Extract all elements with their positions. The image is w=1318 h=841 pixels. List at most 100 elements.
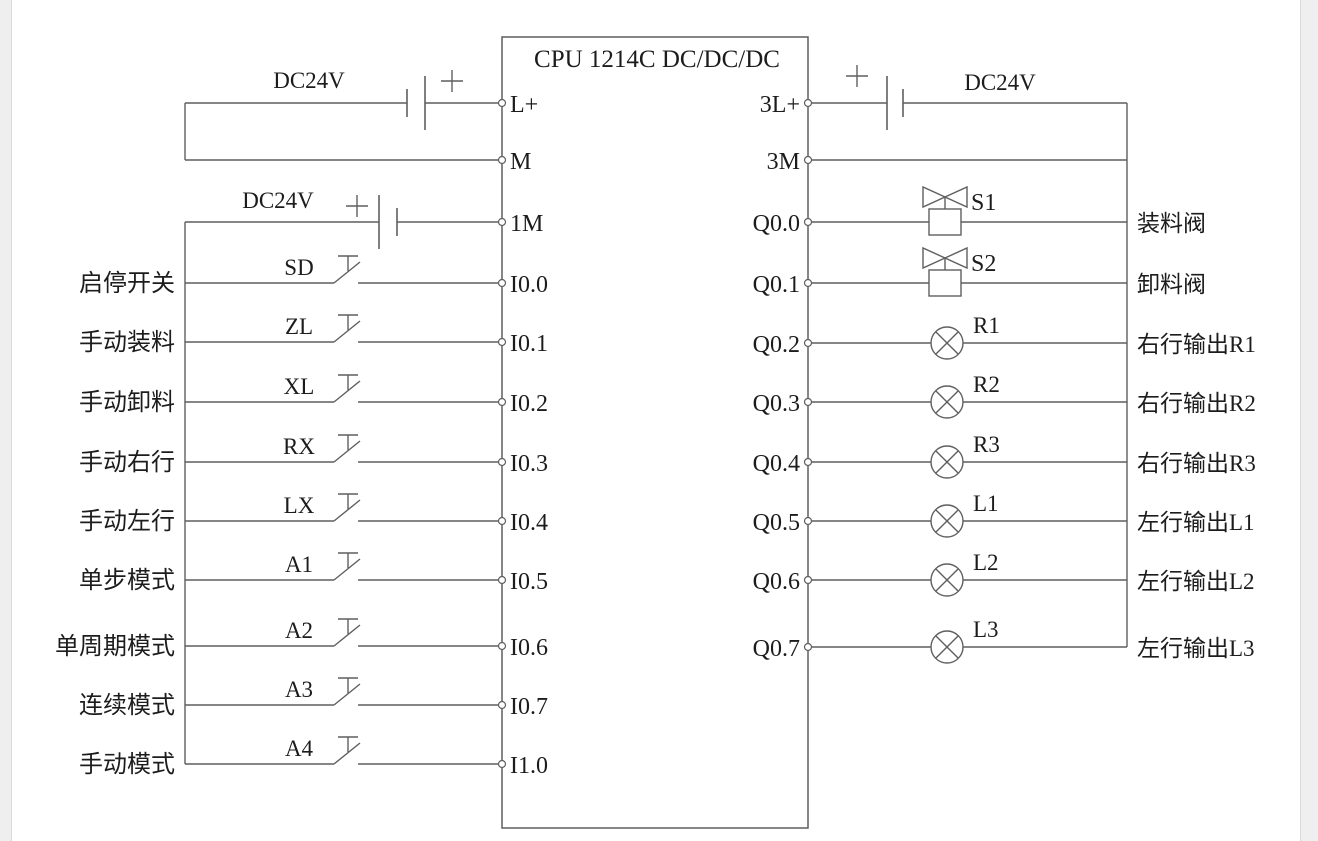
cpu-left-pin-label: I0.6 <box>510 635 548 661</box>
plus-sign <box>346 195 368 217</box>
output-function-label: 右行输出R1 <box>1137 332 1256 357</box>
indicator-lamp-icon <box>930 326 964 360</box>
wire <box>935 509 959 533</box>
wire <box>333 499 361 522</box>
output-function-label: 右行输出R2 <box>1137 391 1256 416</box>
output-tag-label: R3 <box>973 432 1000 457</box>
valve-triangle-right <box>943 185 968 209</box>
cpu-right-pin-label: Q0.2 <box>753 332 800 358</box>
left-supply-circuit: DC24V <box>184 68 499 161</box>
pushbutton-switch-icon <box>333 736 361 765</box>
pushbutton-switch-icon <box>333 677 361 706</box>
battery-icon <box>346 195 398 249</box>
input-tag-label: A4 <box>285 736 314 761</box>
cpu-right-pin-label: Q0.3 <box>753 391 800 417</box>
pin-terminal <box>803 575 813 585</box>
cpu-left-pin-label: I1.0 <box>510 753 548 779</box>
wire <box>935 450 959 474</box>
input-tag-label: RX <box>283 434 315 459</box>
pin-terminal <box>497 700 507 710</box>
valve-triangle-right <box>943 246 968 270</box>
input-row-RX: RX 手动右行 <box>79 434 499 476</box>
input-row-A4: A4 手动模式 <box>79 736 499 778</box>
output-row-R3: R3 右行输出R3 <box>811 432 1256 479</box>
cpu-left-pin-label: I0.4 <box>510 510 548 536</box>
wire <box>333 742 361 765</box>
dc24v-label: DC24V <box>273 68 345 93</box>
output-tag-label: S1 <box>971 190 996 216</box>
cpu-left-pin-label: I0.0 <box>510 272 548 298</box>
output-function-label: 左行输出L2 <box>1137 569 1255 594</box>
input-function-label: 单周期模式 <box>55 633 175 660</box>
wire <box>333 320 361 343</box>
wire <box>333 624 361 647</box>
cpu-right-pin-label: Q0.7 <box>753 636 800 662</box>
input-function-label: 启停开关 <box>79 270 175 297</box>
input-function-label: 手动右行 <box>79 449 175 476</box>
input-function-label: 手动左行 <box>79 508 175 535</box>
cpu-right-pin-label: Q0.1 <box>753 272 800 298</box>
input-row-ZL: ZL 手动装料 <box>79 314 499 356</box>
cpu-right-pin-label: Q0.4 <box>753 451 800 477</box>
pin-terminal <box>497 217 507 227</box>
cpu-left-pin-label: L+ <box>510 92 538 118</box>
pin-terminal <box>803 642 813 652</box>
output-function-label: 左行输出L3 <box>1137 636 1255 661</box>
pushbutton-switch-icon <box>333 255 361 284</box>
cpu-left-pin-label: I0.2 <box>510 391 548 417</box>
pin-terminal <box>497 155 507 165</box>
indicator-lamp-icon <box>930 504 964 538</box>
cpu-left-pin-label: M <box>510 149 531 175</box>
input-tag-label: A2 <box>285 618 313 643</box>
input-function-label: 连续模式 <box>79 692 175 719</box>
dc24v-label: DC24V <box>242 188 314 213</box>
cpu-left-pin-label: I0.5 <box>510 569 548 595</box>
plus-sign <box>441 70 463 92</box>
dc24v-label: DC24V <box>964 70 1036 95</box>
valve-triangle-left <box>922 246 947 270</box>
indicator-lamp-icon <box>930 445 964 479</box>
pin-terminal <box>497 397 507 407</box>
input-tag-label: A1 <box>285 552 313 577</box>
input-function-label: 单步模式 <box>79 567 175 594</box>
input-tag-label: SD <box>284 255 313 280</box>
battery-icon <box>406 70 463 130</box>
wire <box>333 380 361 403</box>
solenoid-valve-icon <box>922 246 968 297</box>
output-function-label: 右行输出R3 <box>1137 451 1256 476</box>
pin-terminal <box>497 337 507 347</box>
wire <box>333 683 361 706</box>
cpu-left-pin-label: I0.3 <box>510 451 548 477</box>
pin-terminal <box>803 278 813 288</box>
output-function-label: 左行输出L1 <box>1137 510 1255 535</box>
cpu-outline <box>501 36 809 829</box>
input-tag-label: XL <box>284 374 315 399</box>
wire <box>935 568 959 592</box>
wire <box>935 331 959 355</box>
output-tag-label: R2 <box>973 372 1000 397</box>
indicator-lamp-icon <box>930 630 964 664</box>
output-tag-label: R1 <box>973 313 1000 338</box>
pin-terminal <box>803 155 813 165</box>
input-function-label: 手动装料 <box>79 329 175 356</box>
solenoid-coil-box <box>928 208 962 236</box>
indicator-lamp-icon <box>930 385 964 419</box>
indicator-lamp-icon <box>930 563 964 597</box>
input-function-label: 手动模式 <box>79 751 175 778</box>
pin-terminal <box>803 98 813 108</box>
wire <box>333 261 361 284</box>
input-supply-circuit: DC24V <box>185 188 499 249</box>
input-tag-label: ZL <box>285 314 313 339</box>
pin-terminal <box>497 516 507 526</box>
pin-terminal <box>803 516 813 526</box>
pushbutton-switch-icon <box>333 314 361 343</box>
battery-icon <box>846 65 904 130</box>
valve-triangle-left <box>922 185 947 209</box>
pushbutton-switch-icon <box>333 434 361 463</box>
